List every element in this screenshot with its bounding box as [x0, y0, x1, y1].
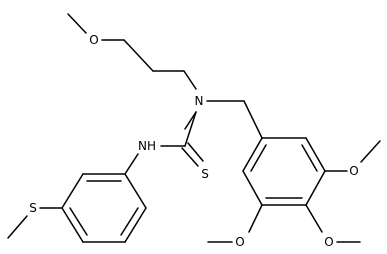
- ring2-bond-3: [305, 170, 326, 206]
- bond-c-s-double-a: [181, 147, 199, 167]
- bond-ring-o-left: [248, 204, 263, 233]
- bond-s-methyl: [7, 215, 28, 239]
- methylthiophenyl-ring: [61, 153, 147, 243]
- ring1-bond-5-inner: [120, 207, 139, 236]
- bond-ch2-n: [183, 70, 197, 90]
- bond-ch2-ring: [243, 100, 263, 139]
- bond-o-methyl-top: [360, 140, 381, 163]
- atom-label-s-methylthio: S: [29, 201, 37, 215]
- bond-c-n-tertiary: [184, 111, 197, 147]
- ring2-bond-6-inner: [250, 144, 267, 172]
- ring1-bond-3-inner: [69, 207, 88, 236]
- atom-label-o-methoxy-top: O: [349, 164, 358, 178]
- atom-label-o-methoxy-para: O: [324, 235, 333, 249]
- methoxypropyl-chain: [67, 13, 197, 90]
- bond-ch2-ch2: [123, 39, 154, 72]
- atom-label-o-methoxy-left: O: [235, 235, 244, 249]
- atom-label-s-thione: S: [201, 167, 209, 181]
- ring2-bond-6: [242, 137, 263, 172]
- ring1-bond-6: [124, 173, 147, 209]
- thiourea-core: [160, 111, 204, 167]
- ring1-bond-3: [61, 207, 84, 243]
- bond-nh-ring: [124, 153, 139, 175]
- bond-ring-o-para: [305, 204, 323, 233]
- ring1-bond-5: [124, 207, 147, 243]
- atom-label-n-tertiary: N: [195, 94, 204, 108]
- benzyl-linker: [206, 100, 263, 139]
- atom-labels: O N NH S S O O O: [29, 33, 359, 249]
- ring2-bond-2: [305, 137, 326, 172]
- atom-label-o-methoxypropyl: O: [89, 33, 98, 47]
- bond-n-c-thione: [184, 111, 197, 130]
- bond-c-s-double-b: [187, 142, 204, 162]
- ring2-bond-5: [242, 170, 263, 206]
- atom-label-nh: NH: [138, 139, 156, 153]
- trimethoxyphenyl-ring: [242, 137, 326, 206]
- methoxy-groups: [207, 140, 381, 243]
- methylthio-group: [7, 207, 63, 239]
- ring1-bond-2: [61, 173, 84, 209]
- bond-methyl-o: [67, 13, 87, 34]
- ring2-bond-2-inner: [301, 144, 318, 172]
